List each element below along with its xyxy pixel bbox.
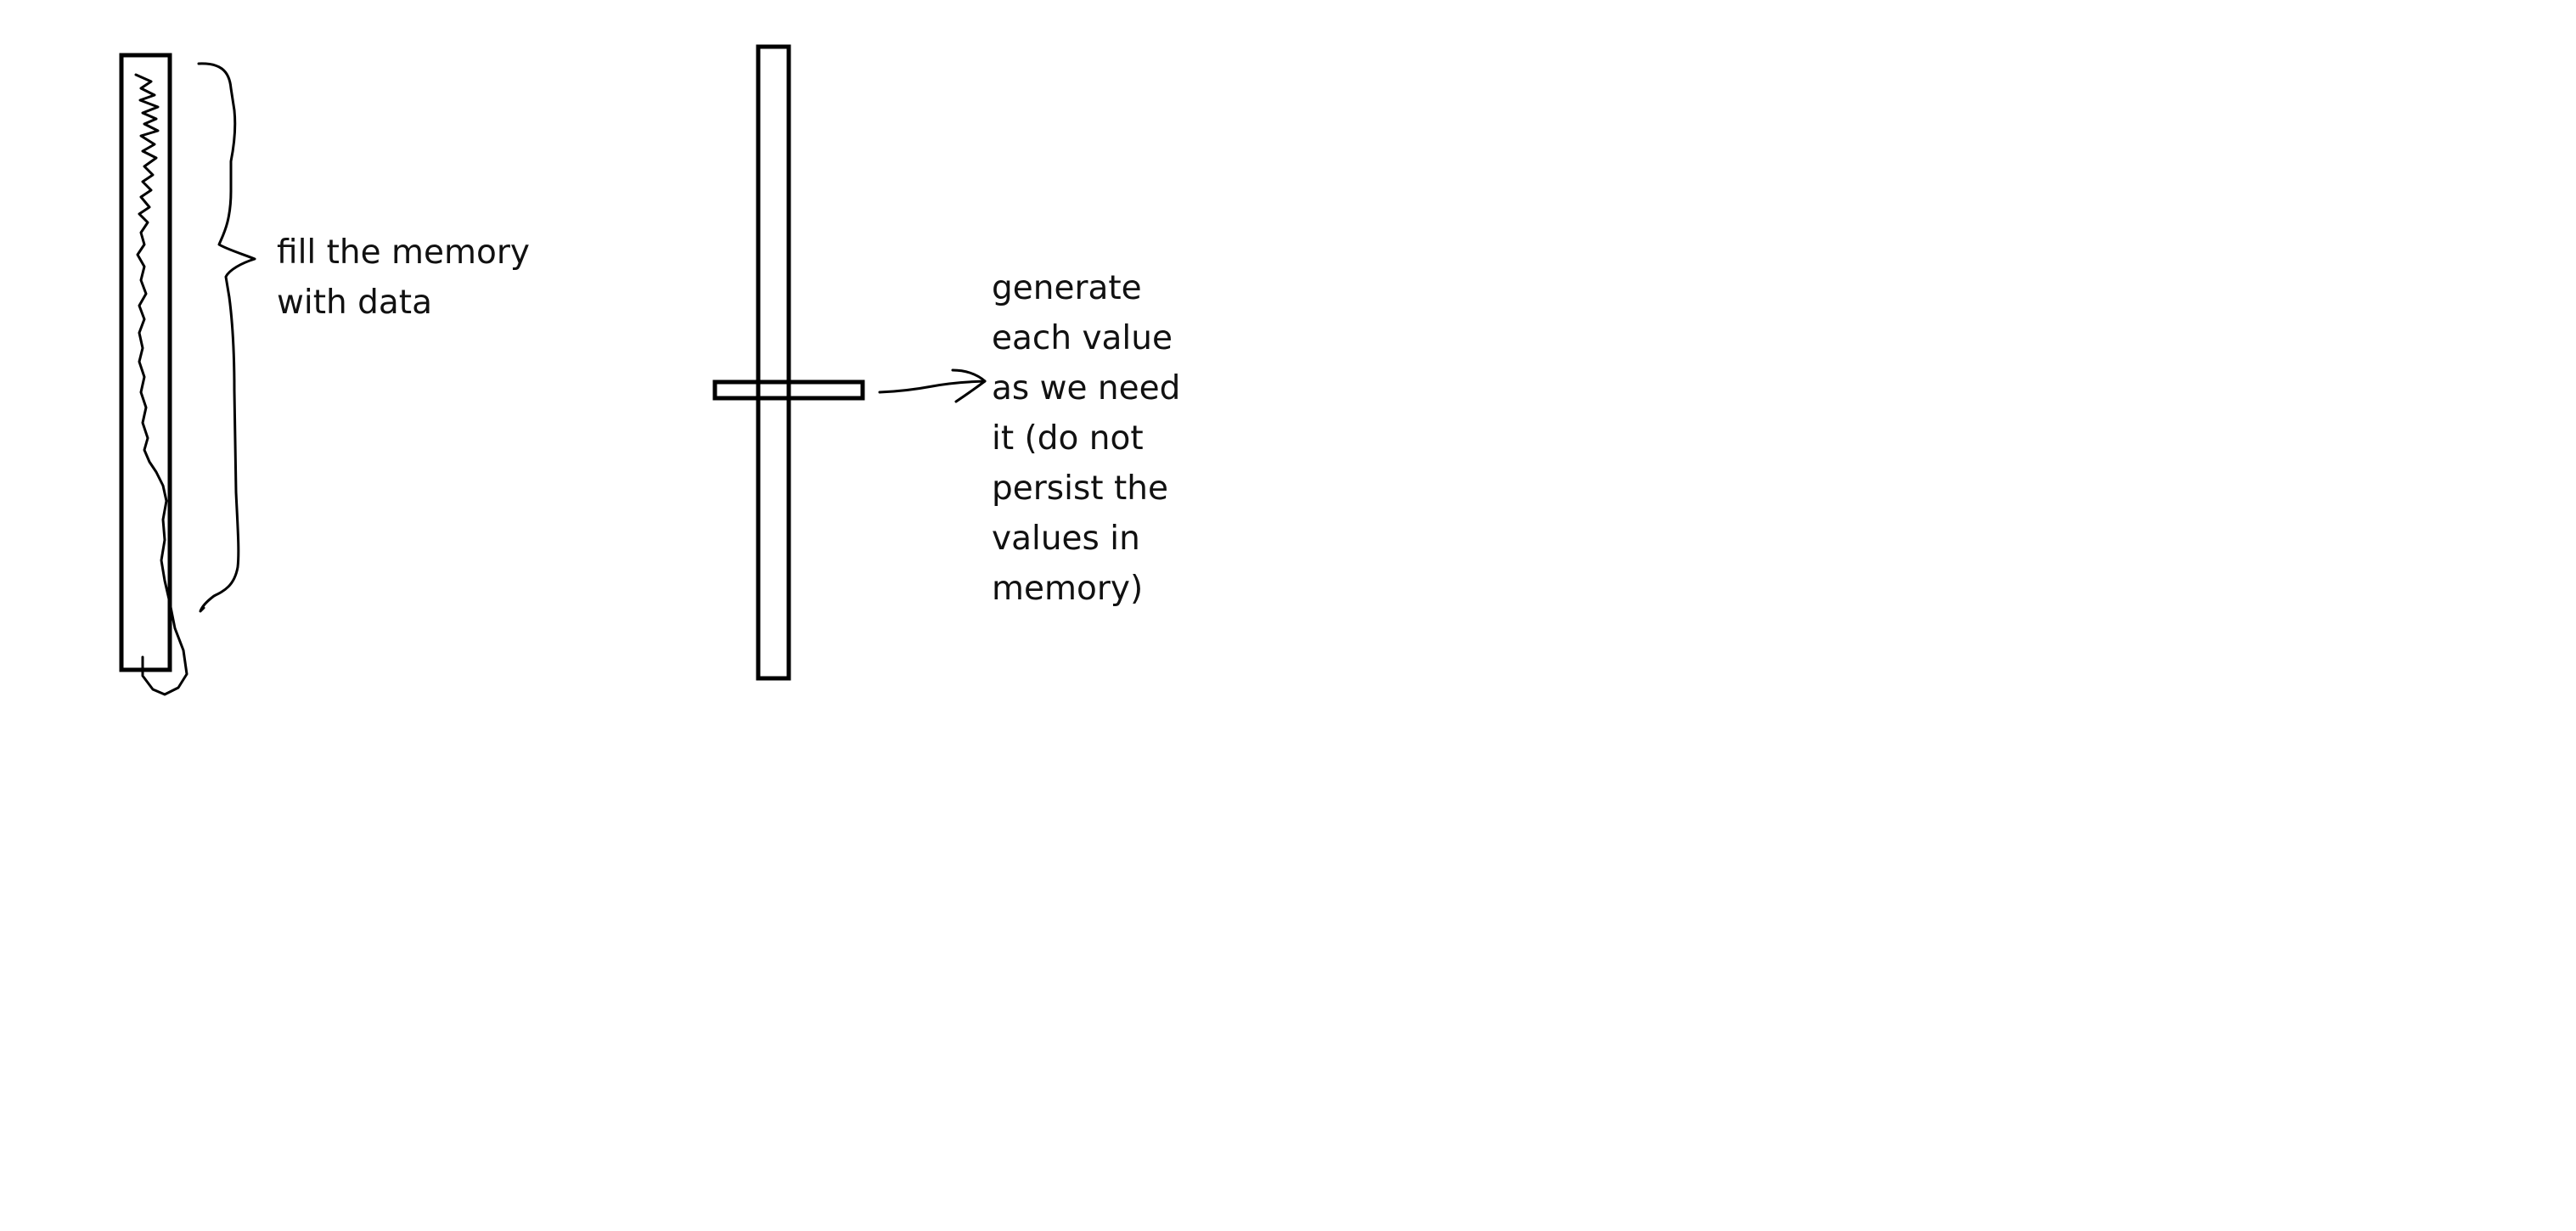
fill-memory-note-line-1: fill the memory [277, 233, 530, 272]
generated-memory-column [756, 44, 791, 681]
arrow [878, 379, 987, 394]
generate-value-note: generate each value as we need it (do no… [992, 263, 1180, 614]
filled-memory-column [119, 53, 172, 672]
generate-value-note-line-3: as we need [992, 369, 1181, 408]
data-scribble [134, 73, 188, 696]
generated-memory-group [712, 44, 987, 681]
filled-memory-group [119, 53, 256, 696]
curly-brace [197, 62, 256, 613]
generate-value-note-line-7: memory) [992, 570, 1144, 608]
generate-value-note-line-6: values in [992, 520, 1140, 558]
arrow-head [951, 368, 987, 403]
generate-value-note-line-2: each value [992, 319, 1173, 357]
current-value-slice [712, 379, 865, 401]
generate-value-note-line-4: it (do not [992, 419, 1144, 458]
fill-memory-note-line-2: with data [277, 284, 432, 322]
generate-value-note-line-1: generate [992, 269, 1142, 307]
generate-value-note-line-5: persist the [992, 469, 1168, 508]
fill-memory-note: fill the memory with data [277, 228, 530, 328]
